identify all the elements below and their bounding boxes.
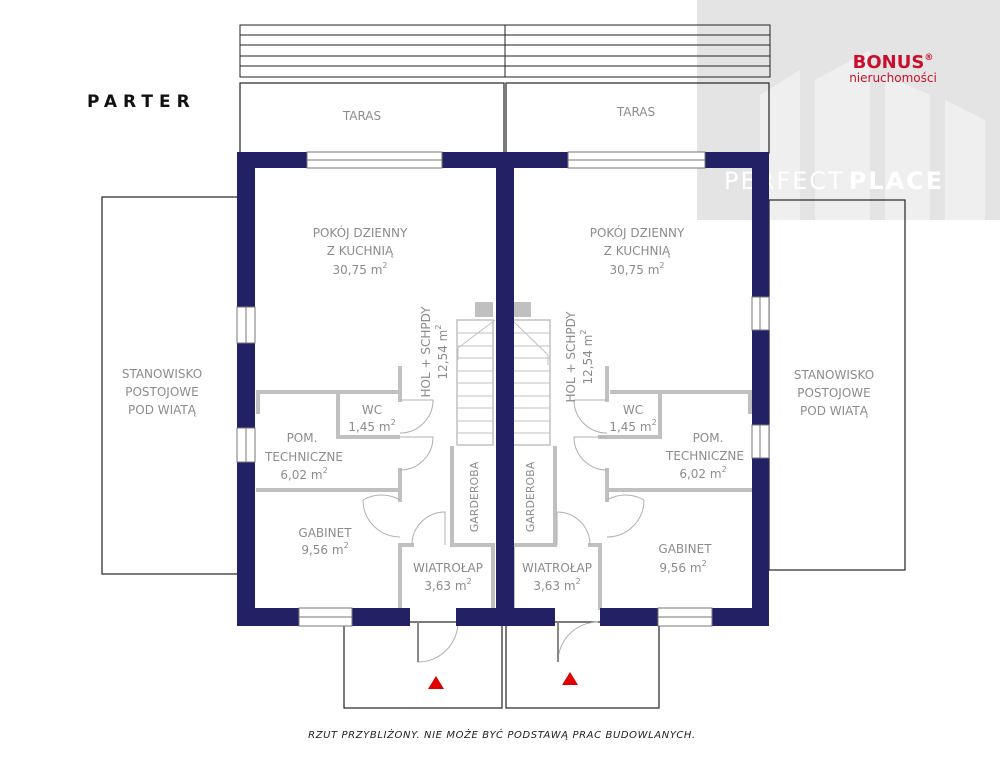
left-vestibule-area: 3,63 m2 [424,577,471,593]
windows [236,151,770,627]
left-office-label: GABINET [298,526,352,540]
logo-tagline-bold: PLACE [849,167,944,195]
carport-left-line-2: POSTOJOWE [125,385,199,399]
porches [343,621,660,709]
right-technical-area: 6,02 m2 [679,465,726,481]
left-living-line-1: POKÓJ DZIENNY [313,225,408,240]
terraces [239,82,770,154]
terrace-right-label: TARAS [616,105,655,119]
left-technical-line-1: POM. [287,431,318,445]
carport-right-line-3: POD WIATĄ [800,404,869,418]
right-office-label: GABINET [658,542,712,556]
left-wc-label: WC [362,403,382,417]
right-living-area: 30,75 m2 [610,261,665,277]
carport-right [768,199,906,571]
floor-heading: PARTER [87,92,196,112]
house-watermark-icon [760,50,985,220]
right-living-line-1: POKÓJ DZIENNY [590,225,685,240]
logo-brand-text: BONUS [853,52,925,73]
carport-right-line-1: STANOWISKO [794,368,874,382]
pergola [239,24,771,78]
logo-tagline-light: PERFECT [724,167,845,195]
right-hall-label: HOL + SCHPDY [564,311,578,403]
right-vestibule-area: 3,63 m2 [533,577,580,593]
entrance-right-arrow-icon [562,672,578,685]
exterior-walls [237,152,769,626]
right-office-area: 9,56 m2 [659,559,706,575]
porch-right [505,621,660,709]
porch-left [343,621,503,709]
stair-newel-left [475,302,493,317]
left-technical-area: 6,02 m2 [280,466,327,482]
right-vestibule-label: WIATROŁAP [522,561,592,575]
terrace-left-label: TARAS [342,109,381,123]
carport-left-line-3: POD WIATĄ [128,403,197,417]
logo-brand-mark: ® [924,53,933,63]
carport-left-line-1: STANOWISKO [122,367,202,381]
left-wc-area: 1,45 m2 [348,418,395,434]
left-vestibule-label: WIATROŁAP [413,561,483,575]
right-living-line-2: Z KUCHNIĄ [604,244,671,258]
stairs [457,319,550,434]
right-wardrobe-label: GARDEROBA [524,461,537,532]
stair-newel-right [513,302,531,317]
right-wc-label: WC [623,403,643,417]
carport-right-line-2: POSTOJOWE [797,386,871,400]
logo-sub: nieruchomości [849,71,937,85]
left-technical-line-2: TECHNICZNE [264,450,343,464]
left-wardrobe-label: GARDEROBA [468,461,481,532]
left-hall-area: 12,54 m2 [434,325,450,380]
right-wc-area: 1,45 m2 [609,418,656,434]
disclaimer-note: RZUT PRZYBLIŻONY. NIE MOŻE BYĆ PODSTAWĄ … [308,728,696,741]
right-hall-area: 12,54 m2 [579,330,595,385]
entrance-left-arrow-icon [428,676,444,689]
logo-brand: BONUS® [853,52,934,73]
right-technical-line-2: TECHNICZNE [665,449,744,463]
left-hall-label: HOL + SCHPDY [419,306,433,398]
door-swings [362,399,645,663]
entrance-doors [417,622,559,662]
left-living-line-2: Z KUCHNIĄ [327,244,394,258]
left-living-area: 30,75 m2 [333,261,388,277]
left-office-area: 9,56 m2 [301,541,348,557]
right-technical-line-1: POM. [693,431,724,445]
